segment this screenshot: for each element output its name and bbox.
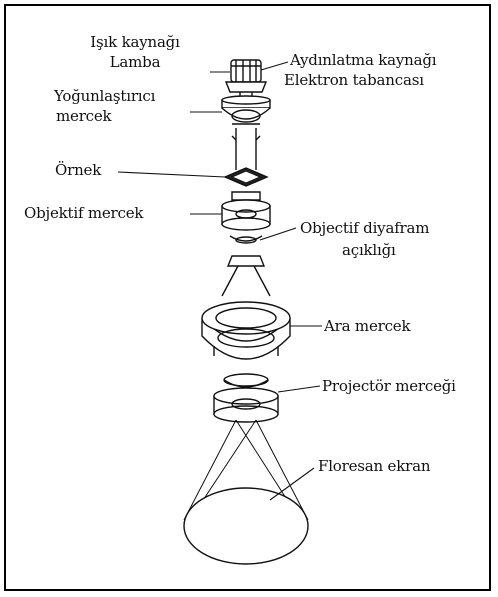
fluorescent-screen-icon — [184, 488, 308, 564]
column-tube — [232, 128, 260, 170]
projector-lens-icon — [214, 374, 278, 422]
objective-aperture-icon — [222, 256, 270, 296]
label-intermediate-lens: Ara mercek — [324, 318, 410, 335]
label-specimen: Örnek — [55, 162, 101, 179]
label-lamp: Lamba — [80, 54, 190, 71]
label-fluorescent-screen: Floresan ekran — [318, 458, 430, 475]
label-condenser-1: Yoğunlaştırıcı — [54, 88, 155, 105]
label-projector-lens: Projectör merceği — [322, 378, 456, 395]
label-light-source: Işık kaynağı — [80, 34, 190, 51]
intermediate-lens-icon — [202, 302, 290, 359]
label-condenser-2: mercek — [56, 108, 111, 125]
leader-lines — [118, 62, 322, 500]
electron-gun-icon — [226, 60, 266, 98]
label-illumination-source: Aydınlatma kaynağı — [290, 52, 436, 69]
label-electron-gun: Elektron tabancası — [284, 72, 424, 89]
specimen-icon — [225, 168, 267, 186]
objective-lens-icon — [222, 192, 270, 243]
label-objective-aperture-2: açıklığı — [342, 242, 396, 259]
condenser-lens-icon — [222, 96, 270, 124]
label-objective-aperture-1: Objectif diyafram — [300, 220, 429, 237]
label-objective-lens: Objektif mercek — [24, 205, 143, 222]
